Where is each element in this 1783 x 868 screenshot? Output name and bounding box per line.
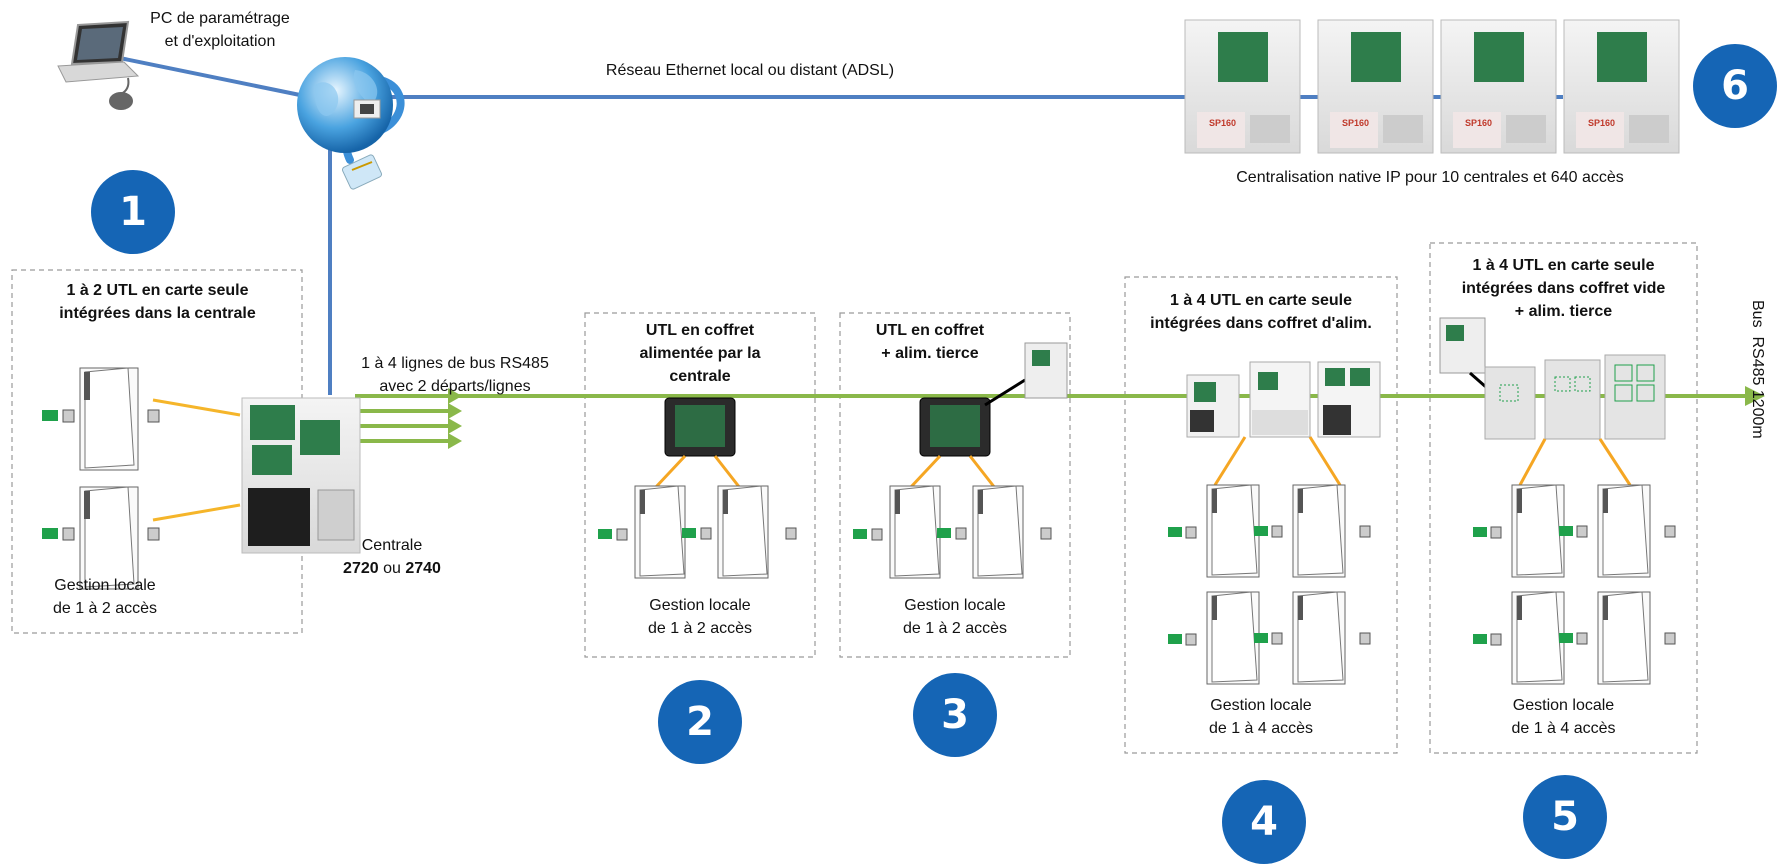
- ip-central-4: SP160: [1563, 19, 1680, 154]
- box3-footer-1: Gestion locale: [904, 597, 1006, 614]
- battery-label: SP160: [1342, 118, 1369, 128]
- door-links-box1: [152, 398, 241, 522]
- access-door: [79, 367, 139, 471]
- box4-footer-2: de 1 à 4 accès: [1208, 720, 1314, 737]
- access-door: [1597, 484, 1651, 578]
- access-door: [972, 485, 1024, 579]
- pc-label-line1: PC de paramétrage: [150, 10, 290, 27]
- bus-end-label: Bus RS485 1200m: [1749, 300, 1766, 439]
- access-door: [1206, 484, 1260, 578]
- centrale-model-a: 2720: [343, 560, 379, 577]
- badge-reader-icon: [682, 528, 696, 538]
- access-door: [717, 485, 769, 579]
- box3-footer-2: de 1 à 2 accès: [902, 620, 1008, 637]
- battery-label: SP160: [1588, 118, 1615, 128]
- box5-title-2: intégrées dans coffret vide: [1461, 280, 1666, 297]
- battery-label: SP160: [1465, 118, 1492, 128]
- centrale-models: 2720 ou 2740: [322, 558, 462, 580]
- box4-footer-1: Gestion locale: [1210, 697, 1312, 714]
- box2-footer-1: Gestion locale: [649, 597, 751, 614]
- centrale-or: ou: [383, 560, 401, 577]
- access-door: [1511, 591, 1565, 685]
- keypad-reader-icon: [616, 528, 628, 541]
- access-door: [634, 485, 686, 579]
- badge-reader-icon: [42, 528, 58, 539]
- group-box-3: [839, 312, 1071, 658]
- centrale-device: [241, 397, 361, 554]
- keypad-reader-icon: [62, 527, 75, 541]
- keypad-reader-icon: [785, 527, 797, 540]
- badge-reader-icon: [853, 529, 867, 539]
- box5-title-3: + alim. tierce: [1514, 303, 1613, 320]
- rj45-connector-icon: [342, 154, 382, 190]
- badge-reader-icon: [937, 528, 951, 538]
- marker-2: 2: [658, 680, 742, 764]
- door-group-box1: [42, 367, 160, 590]
- box1-title-2: intégrées dans la centrale: [59, 305, 256, 322]
- marker-3: 3: [913, 673, 997, 757]
- box2-title-1: UTL en coffret: [645, 322, 755, 339]
- laptop-icon: [57, 20, 140, 110]
- keypad-reader-icon: [871, 528, 883, 541]
- box4-title-2: intégrées dans coffret d'alim.: [1150, 315, 1372, 332]
- keypad-reader-icon: [147, 409, 160, 423]
- group-box-2: [584, 312, 816, 658]
- keypad-reader-icon: [955, 527, 967, 540]
- box5-footer-2: de 1 à 4 accès: [1511, 720, 1616, 737]
- ip-central-3: SP160: [1440, 19, 1557, 154]
- box1-footer-1: Gestion locale: [54, 577, 156, 594]
- box3-title-1: UTL en coffret: [875, 322, 985, 339]
- box2-title-3: centrale: [669, 368, 731, 385]
- box5-footer-1: Gestion locale: [1512, 697, 1615, 714]
- access-door: [1597, 591, 1651, 685]
- access-door: [1511, 484, 1565, 578]
- group-box-5: [1429, 242, 1698, 754]
- marker-4: 4: [1222, 780, 1306, 864]
- marker-6: 6: [1693, 44, 1777, 128]
- bus-lines-label-1: 1 à 4 lignes de bus RS485: [361, 355, 549, 372]
- utl-cabinets-box5: [1439, 317, 1666, 486]
- box2-title-2: alimentée par la: [639, 345, 761, 362]
- access-door: [79, 486, 139, 590]
- keypad-reader-icon: [147, 527, 160, 541]
- marker-5: 5: [1523, 775, 1607, 859]
- ip-central-caption: Centralisation native IP pour 10 central…: [1236, 169, 1624, 186]
- keypad-reader-icon: [62, 409, 75, 423]
- battery-label: SP160: [1209, 118, 1236, 128]
- box3-title-2: + alim. tierce: [881, 345, 979, 362]
- ip-central-2: SP160: [1317, 19, 1434, 154]
- door-grid-box5: [1473, 484, 1676, 685]
- utl-coffret-box3: [853, 342, 1068, 579]
- ip-central-1: SP160: [1184, 19, 1301, 154]
- utl-cabinets-box4: [1186, 361, 1381, 486]
- group-box-4: [1124, 276, 1398, 754]
- globe-icon: [297, 57, 393, 153]
- pc-label-line2: et d'exploitation: [164, 33, 276, 50]
- access-door: [889, 485, 941, 579]
- keypad-reader-icon: [700, 527, 712, 540]
- access-door: [1292, 484, 1346, 578]
- box4-title-1: 1 à 4 UTL en carte seule: [1169, 292, 1352, 309]
- access-door: [1292, 591, 1346, 685]
- box1-footer-2: de 1 à 2 accès: [52, 600, 158, 617]
- box2-footer-2: de 1 à 2 accès: [647, 620, 753, 637]
- bus-lines-label-2: avec 2 départs/lignes: [379, 378, 531, 395]
- keypad-reader-icon: [1040, 527, 1052, 540]
- box5-title-1: 1 à 4 UTL en carte seule: [1472, 257, 1655, 274]
- badge-reader-icon: [598, 529, 612, 539]
- box1-title-1: 1 à 2 UTL en carte seule: [66, 282, 249, 299]
- marker-1: 1: [91, 170, 175, 254]
- utl-coffret-box2: [598, 397, 797, 579]
- door-grid-box4: [1168, 484, 1371, 685]
- badge-reader-icon: [42, 410, 58, 421]
- ethernet-label: Réseau Ethernet local ou distant (ADSL): [605, 62, 895, 79]
- access-door: [1206, 591, 1260, 685]
- centrale-model-b: 2740: [405, 560, 441, 577]
- centrale-title: Centrale: [361, 537, 423, 554]
